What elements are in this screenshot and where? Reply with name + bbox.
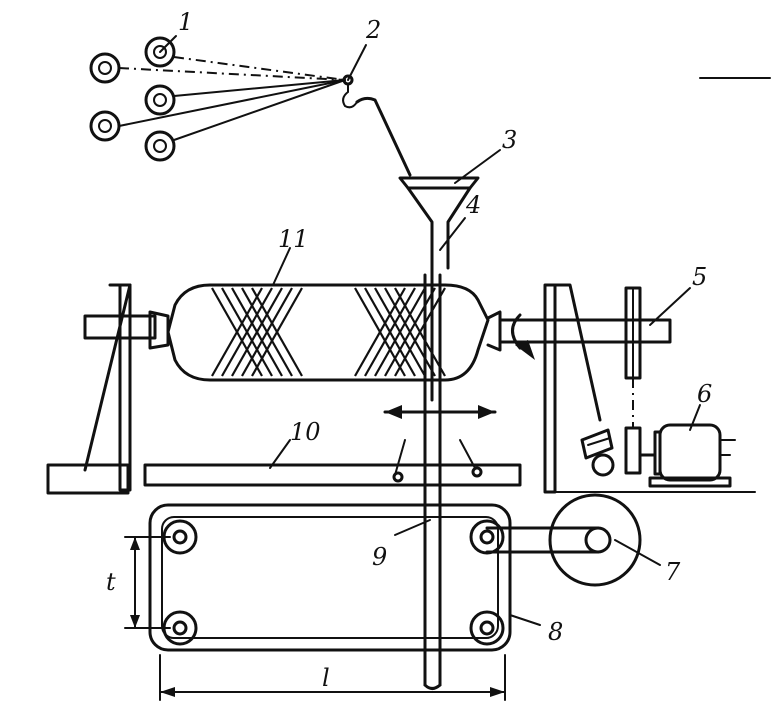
right-shaft bbox=[486, 286, 672, 380]
dimension-l-label: l bbox=[322, 664, 330, 692]
left-shaft bbox=[83, 310, 170, 350]
label-6: 6 bbox=[697, 380, 712, 408]
mandrel bbox=[166, 283, 490, 382]
carriage-rail bbox=[143, 463, 756, 493]
resin-bath-funnel bbox=[398, 176, 480, 402]
label-10: 10 bbox=[290, 418, 321, 446]
winding-pattern-right bbox=[354, 287, 446, 377]
spool-4 bbox=[89, 110, 121, 142]
dimension-t: t bbox=[106, 536, 171, 629]
spool-3 bbox=[144, 84, 176, 116]
carriage-arm bbox=[392, 273, 483, 690]
thread-guide bbox=[342, 74, 412, 177]
right-support bbox=[543, 283, 602, 494]
label-5: 5 bbox=[692, 263, 707, 291]
electric-motor bbox=[624, 378, 736, 488]
label-2: 2 bbox=[365, 16, 381, 44]
label-11: 11 bbox=[278, 225, 309, 253]
label-3: 3 bbox=[502, 126, 517, 154]
spool-1 bbox=[89, 52, 121, 84]
fiber-strands bbox=[118, 56, 346, 141]
dimension-t-label: t bbox=[106, 568, 116, 596]
chain-drive bbox=[148, 503, 512, 652]
leader-lines bbox=[159, 35, 771, 626]
label-1: 1 bbox=[178, 8, 193, 36]
label-9: 9 bbox=[372, 543, 387, 571]
dimension-l: l bbox=[159, 654, 506, 701]
worm-gear bbox=[580, 428, 615, 477]
label-7: 7 bbox=[665, 558, 681, 586]
spool-2 bbox=[144, 36, 176, 68]
winding-pattern-left bbox=[211, 287, 303, 377]
left-support bbox=[46, 283, 132, 495]
drive-wheel bbox=[485, 493, 642, 587]
spool-5 bbox=[144, 130, 176, 162]
label-4: 4 bbox=[465, 191, 481, 219]
fiber-spools bbox=[89, 36, 176, 162]
label-8: 8 bbox=[548, 618, 563, 646]
sprocket-bottom-right bbox=[469, 610, 505, 646]
